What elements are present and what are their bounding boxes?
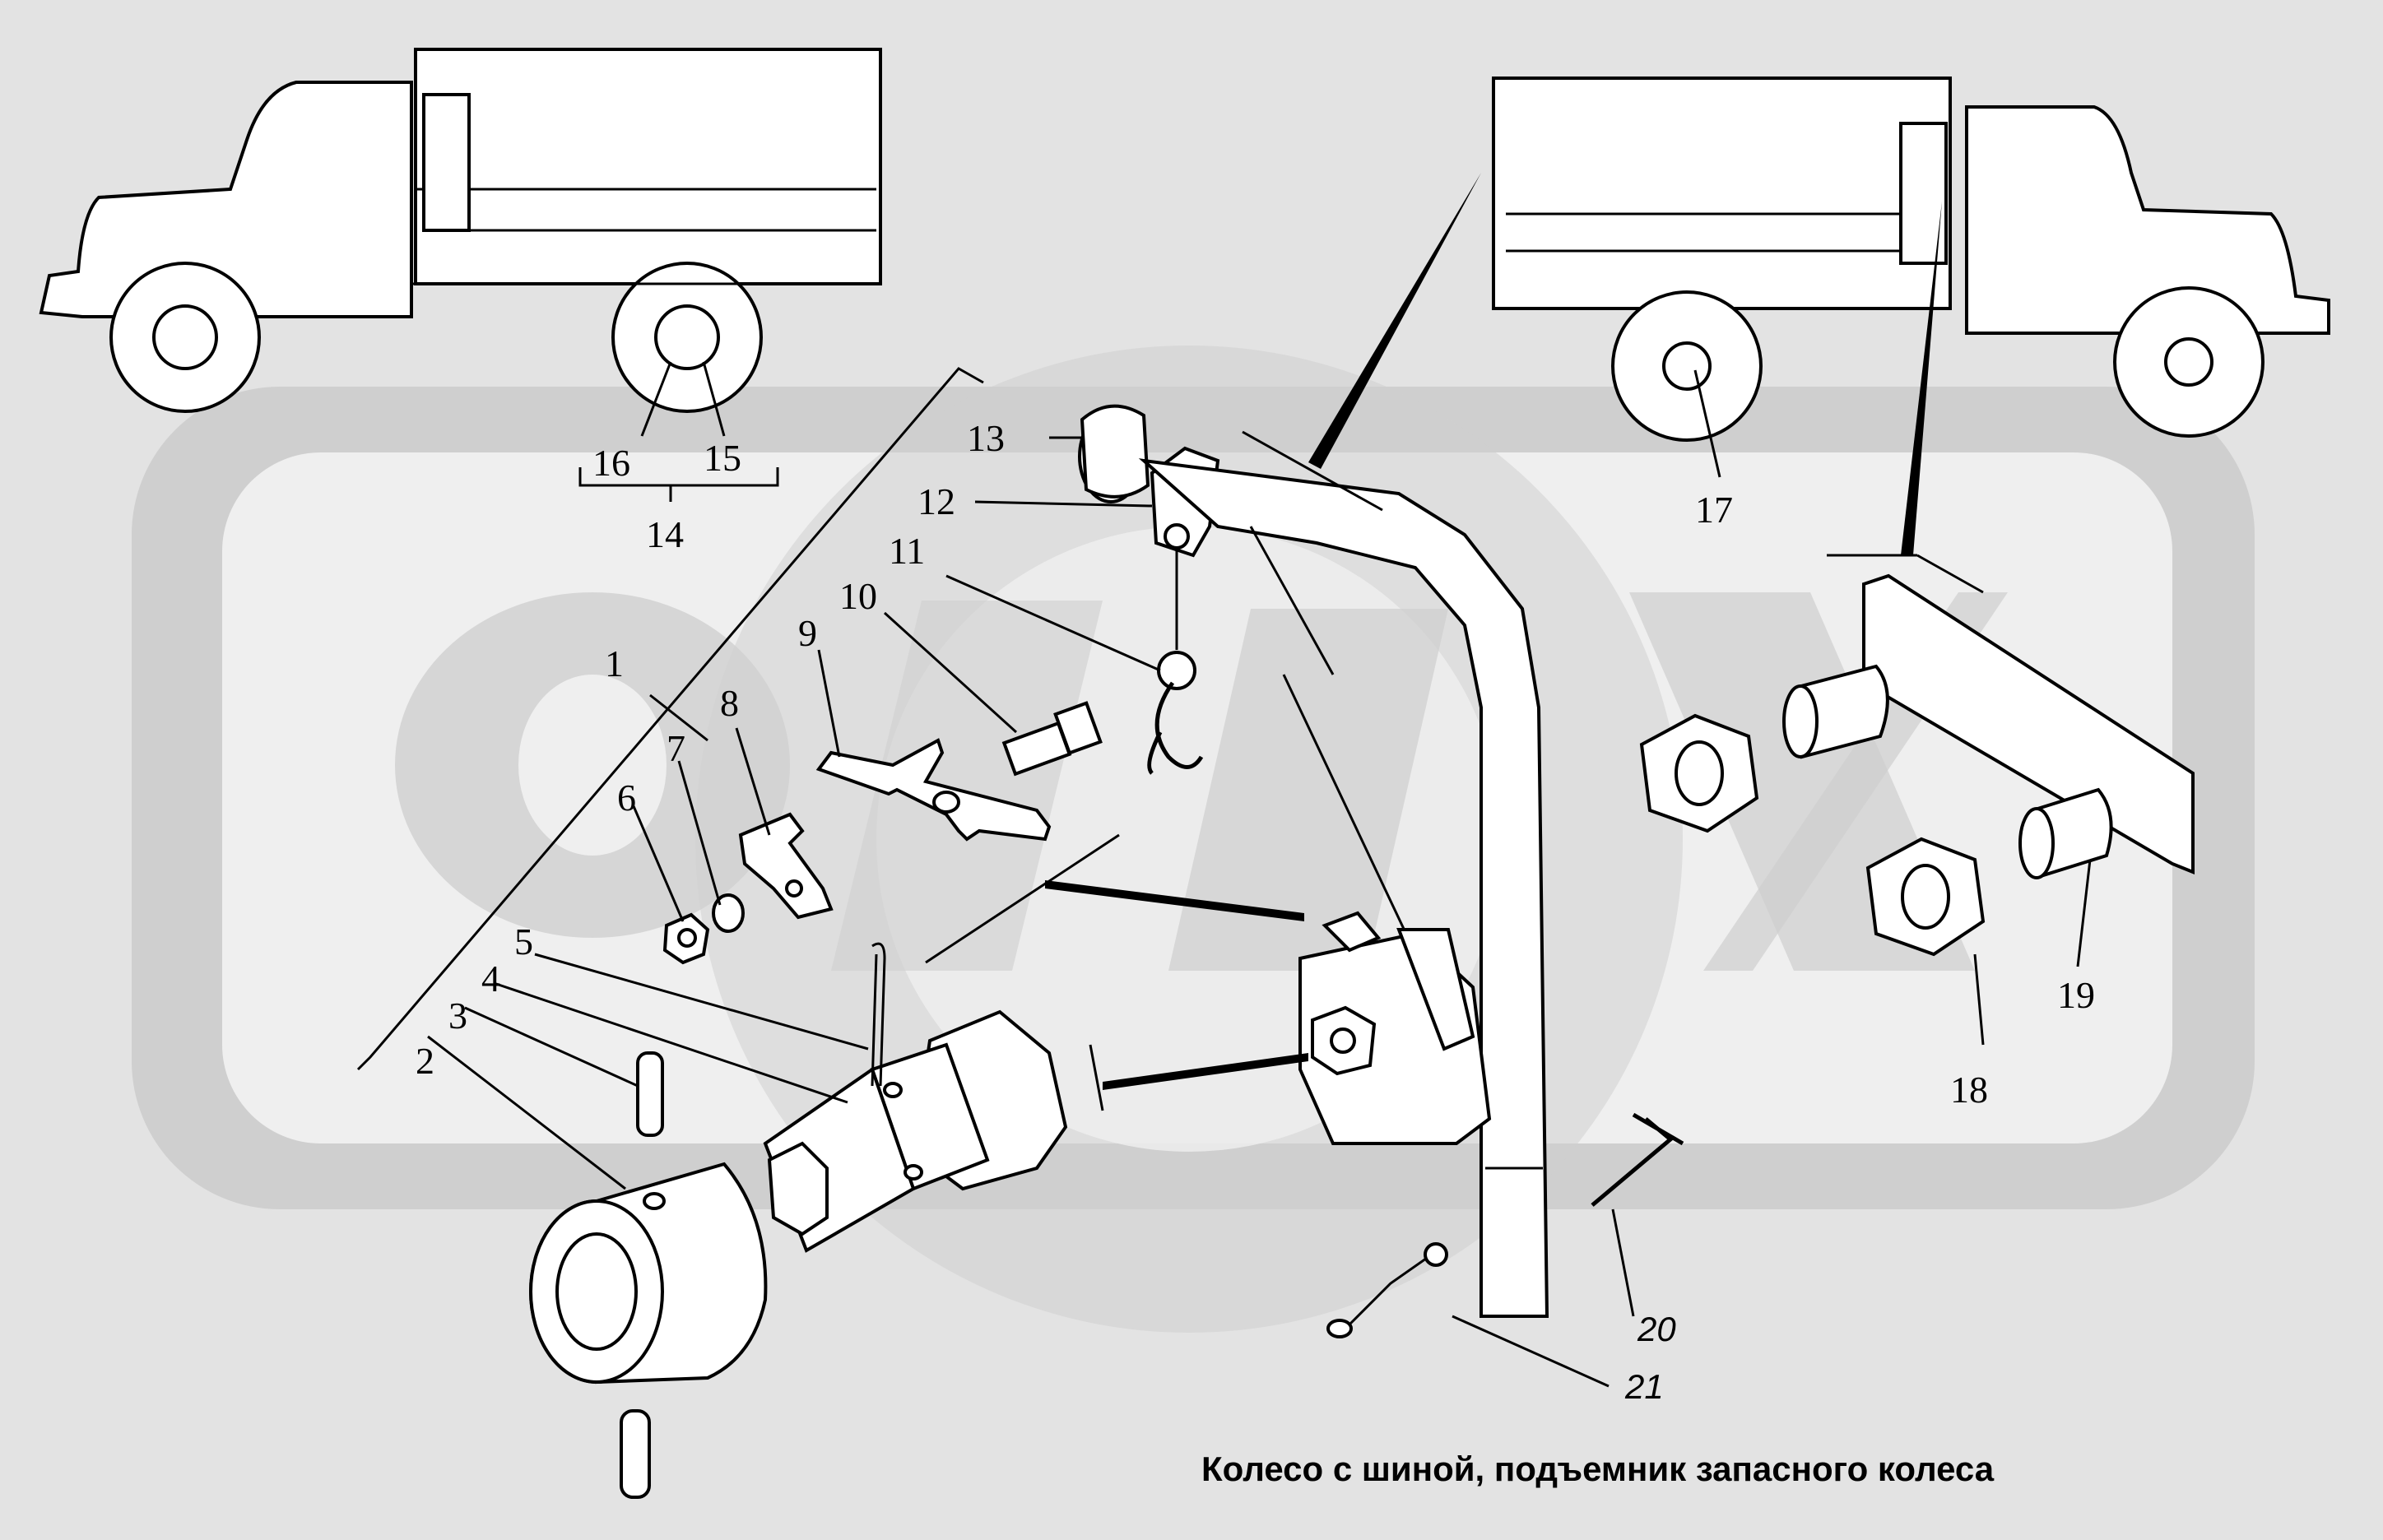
callout-19: 19 [2057, 974, 2095, 1016]
leader-wedge-low [1103, 1053, 1308, 1090]
callout-9: 9 [798, 612, 817, 654]
callout-2: 2 [416, 1040, 434, 1082]
part-ring-chain-21 [1326, 1242, 1448, 1338]
callout-10: 10 [839, 575, 877, 617]
callout-16: 16 [592, 442, 630, 484]
part-bolt-19 [1782, 664, 2113, 879]
part-plate-9 [815, 738, 1052, 842]
callout-21: 21 [1624, 1367, 1664, 1406]
frame-tube [1138, 430, 1549, 1318]
part-fitting-10 [1001, 701, 1103, 777]
part-cotter-pin-5 [871, 942, 886, 1087]
callout-3: 3 [448, 995, 467, 1037]
diagram-caption: Колесо с шиной, подъемник запасного коле… [1201, 1450, 1995, 1488]
part-bracket-8 [738, 812, 834, 920]
callout-1: 1 [605, 642, 624, 684]
part-pin-3 [620, 1051, 664, 1499]
callout-labels: 1 2 3 4 5 6 7 8 9 10 11 12 13 14 15 16 1… [416, 417, 2095, 1406]
callout-6: 6 [617, 777, 636, 819]
callout-13: 13 [967, 417, 1005, 459]
part-shaft-4 [763, 1009, 1068, 1253]
part-nut-18 [1639, 713, 1986, 957]
callout-12: 12 [917, 480, 955, 522]
callout-15: 15 [704, 437, 741, 479]
leader-wedge-upper [1308, 173, 1481, 469]
part-bushing-13 [1078, 404, 1150, 503]
part-key-20 [1591, 1112, 1684, 1207]
callout-4: 4 [481, 958, 500, 1000]
callout-18: 18 [1950, 1069, 1988, 1111]
part-sleeve-2 [529, 1162, 768, 1385]
callout-20: 20 [1637, 1310, 1676, 1348]
callout-leaders [427, 361, 2092, 1388]
part-winch [1298, 911, 1492, 1145]
callout-11: 11 [889, 530, 925, 572]
callout-5: 5 [514, 921, 533, 962]
parts-group-bracket [356, 367, 984, 1071]
callout-14: 14 [646, 513, 684, 555]
callout-17: 17 [1695, 489, 1733, 531]
leader-wedge-right [1901, 202, 1942, 555]
truck-left-illustration [39, 48, 882, 413]
callout-7: 7 [667, 727, 685, 769]
part-nut-6 [662, 912, 710, 965]
leader-wedge-mid [1045, 880, 1304, 921]
truck-right-illustration [1492, 77, 2330, 442]
callout-8: 8 [720, 682, 739, 724]
